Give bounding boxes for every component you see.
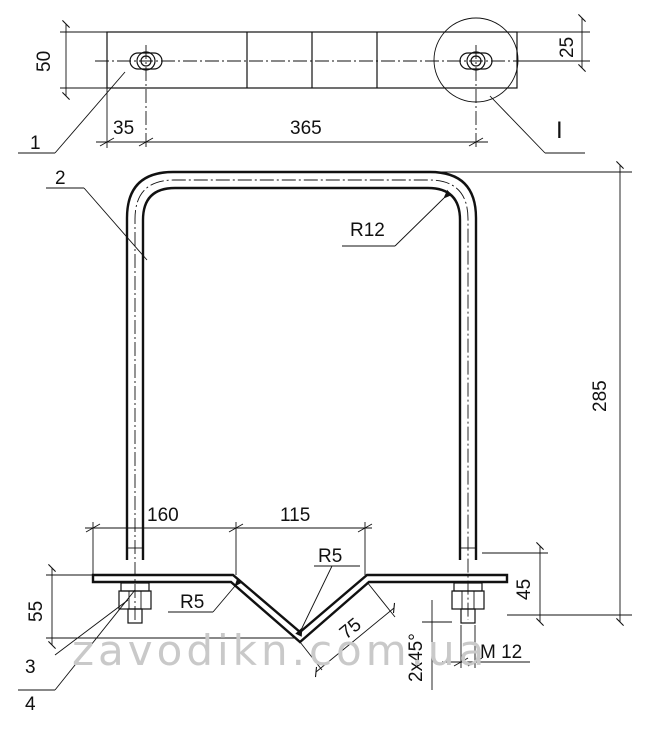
detail-label: I <box>556 117 563 144</box>
nut-left <box>118 582 152 624</box>
bent-plate <box>91 573 509 644</box>
detail-circle <box>433 17 519 103</box>
callout-2: 2 <box>55 168 66 189</box>
u-bolt-outer <box>125 170 478 560</box>
callout-1: 1 <box>30 133 41 154</box>
dim-160: 160 <box>147 505 179 526</box>
nut-right <box>451 582 485 624</box>
chamfer-2x45: 2x45° <box>406 633 427 682</box>
leader-2 <box>83 187 148 261</box>
dim-35: 35 <box>113 118 134 139</box>
front-view: 2 R12 285 160 115 R5 R5 75 <box>18 161 632 715</box>
u-bolt-inner <box>141 186 462 560</box>
u-bolt-axis <box>134 179 469 620</box>
dim-50: 50 <box>34 51 55 72</box>
thread-m12: M 12 <box>480 642 522 663</box>
radius-r5-left: R5 <box>180 592 204 613</box>
radius-r5-top: R5 <box>318 546 342 567</box>
detail-leader <box>489 95 546 154</box>
plan-view: I 50 25 35 365 1 <box>18 14 590 154</box>
bolt-slot-left <box>129 51 163 71</box>
dim-25: 25 <box>557 37 578 58</box>
leader-r5-top <box>295 565 333 637</box>
leader-r5-left <box>212 577 243 613</box>
callout-4: 4 <box>25 694 36 715</box>
dim-285: 285 <box>590 380 611 412</box>
dim-55: 55 <box>26 601 47 622</box>
leader-1 <box>54 71 126 154</box>
callout-3: 3 <box>25 657 36 678</box>
leader-4 <box>54 589 136 691</box>
watermark: zavodikn.com.ua <box>72 626 488 675</box>
radius-r12: R12 <box>350 220 385 241</box>
dim-115: 115 <box>280 505 310 526</box>
bolt-slot-right <box>459 51 493 71</box>
leader-3 <box>54 599 129 656</box>
dim-45: 45 <box>514 579 535 600</box>
leader-r12 <box>394 189 453 247</box>
dim-365: 365 <box>290 118 322 139</box>
